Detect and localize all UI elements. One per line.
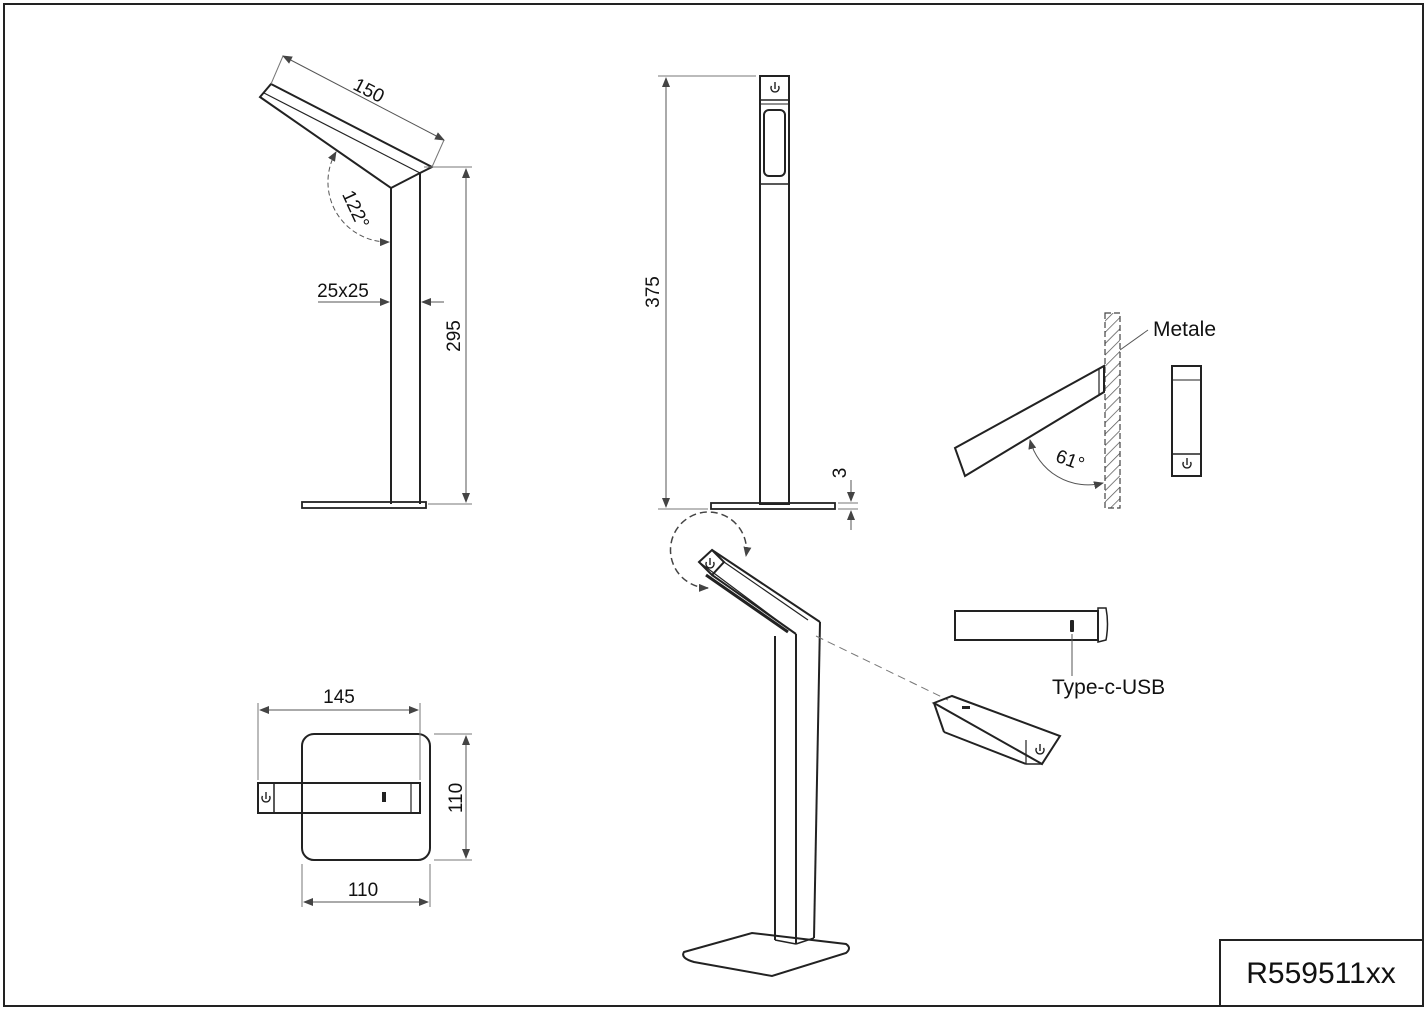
rotation-arrow — [669, 511, 752, 592]
usb-c-port — [1070, 620, 1074, 632]
bottom-width-label: 110 — [348, 880, 378, 901]
power-icon — [1035, 744, 1045, 755]
arm-length-label: 150 — [350, 75, 388, 108]
light-panel — [763, 109, 786, 177]
title-block: R559511xx — [1219, 939, 1424, 1007]
total-height-label: 375 — [643, 276, 664, 308]
base-plate — [301, 501, 427, 509]
arm-angle-label: 122° — [337, 187, 373, 232]
front-base-plate — [710, 502, 836, 510]
power-icon — [1182, 458, 1192, 469]
isometric-view — [669, 511, 949, 978]
head-side — [954, 610, 1099, 641]
stem-section-label: 25x25 — [317, 281, 369, 302]
top-view: 145 110 110 — [257, 687, 472, 907]
base-thickness-label: 3 — [830, 468, 851, 479]
top-arm — [257, 782, 421, 814]
product-code: R559511xx — [1246, 957, 1396, 990]
power-icon — [705, 558, 715, 569]
wall-detail: Metale 61° — [953, 312, 1216, 509]
head-detail: Type-c-USB — [931, 607, 1165, 766]
power-icon — [261, 792, 271, 803]
usb-port — [382, 792, 386, 802]
base-outline — [301, 733, 431, 861]
wall-label: Metale — [1153, 318, 1216, 341]
front-stem — [759, 75, 790, 505]
wall-section — [1104, 312, 1121, 509]
iso-base — [682, 931, 850, 978]
power-icon — [770, 82, 780, 93]
side-view: 150 122° 25x25 295 — [258, 55, 472, 509]
wall-side-view — [1171, 365, 1202, 477]
sheet-border — [3, 3, 1424, 1007]
top-width-label: 145 — [323, 687, 355, 708]
stem-height-label: 295 — [444, 320, 465, 352]
wall-angle-label: 61° — [1053, 446, 1087, 476]
head-angled — [931, 694, 1062, 766]
usb-label: Type-c-USB — [1052, 676, 1165, 699]
angle-arc — [327, 151, 390, 247]
depth-label: 110 — [446, 783, 467, 813]
arm-outline — [258, 82, 435, 190]
front-view: 375 3 — [643, 75, 858, 530]
